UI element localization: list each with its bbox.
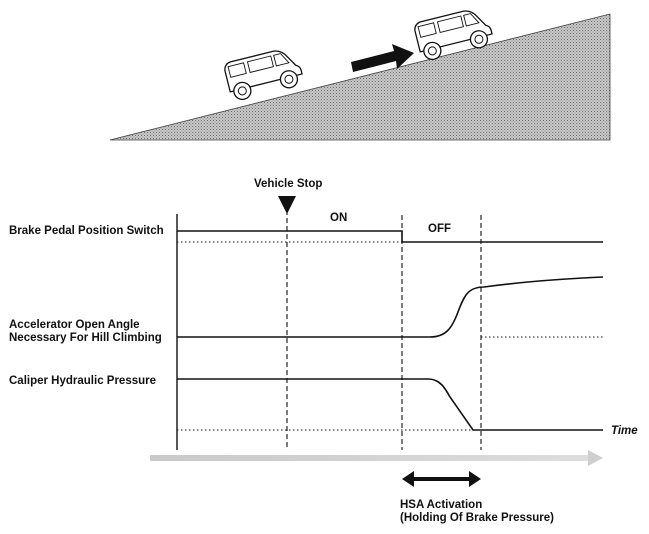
hsa-activation-label: HSA Activation (Holding Of Brake Pressur…	[400, 499, 554, 525]
on-state-label: ON	[330, 212, 348, 224]
time-axis-arrow	[150, 450, 603, 466]
suv-icon	[224, 50, 303, 101]
double-arrow-icon	[402, 471, 481, 487]
hsa-activation-line1: HSA Activation	[400, 499, 483, 511]
vehicle-stop-label: Vehicle Stop	[254, 178, 323, 190]
accelerator-label-line2: Necessary For Hill Climbing	[9, 332, 162, 344]
hsa-activation-line2: (Holding Of Brake Pressure)	[400, 512, 555, 524]
brake-switch-trace	[177, 230, 603, 243]
off-state-label: OFF	[428, 223, 451, 235]
hill-slope	[109, 13, 611, 141]
suv-icon	[414, 10, 493, 61]
time-label: Time	[611, 425, 638, 437]
arrow-right-icon	[351, 44, 414, 72]
caliper-pressure-trace	[177, 378, 603, 431]
accelerator-label: Accelerator Open Angle Necessary For Hil…	[9, 319, 162, 345]
caliper-label: Caliper Hydraulic Pressure	[9, 375, 157, 387]
accelerator-trace	[177, 276, 604, 338]
brake-switch-label: Brake Pedal Position Switch	[9, 225, 164, 237]
triangle-down-icon	[278, 196, 296, 214]
accelerator-label-line1: Accelerator Open Angle	[9, 319, 140, 331]
